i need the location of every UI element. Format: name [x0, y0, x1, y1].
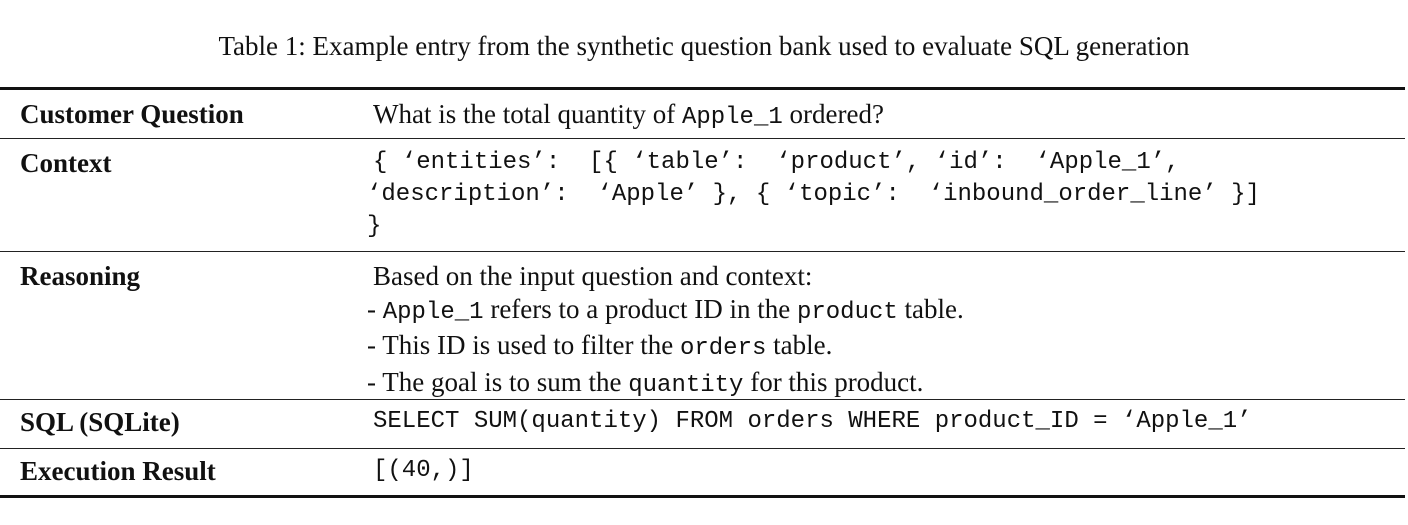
table-row-context: Context { ‘entities’: [{ ‘table’: ‘produ… [0, 138, 1405, 251]
table-row-customer-question: Customer Question What is the total quan… [0, 90, 1405, 138]
context-line-1: { ‘entities’: [{ ‘table’: ‘product’, ‘id… [373, 149, 1180, 176]
row-label: Customer Question [20, 99, 244, 129]
question-suffix: ordered? [782, 99, 884, 129]
reasoning-value: Based on the input question and context:… [353, 252, 1405, 399]
context-value: { ‘entities’: [{ ‘table’: ‘product’, ‘id… [353, 139, 1405, 251]
reasoning-intro: Based on the input question and context: [373, 261, 813, 291]
context-line-2: ‘description’: ‘Apple’ }, { ‘topic’: ‘in… [367, 181, 1260, 208]
context-line-3: } [367, 213, 382, 240]
row-label: Context [20, 148, 112, 178]
question-code: Apple_1 [681, 104, 783, 131]
reasoning-bullet-2: - This ID is used to filter the orders t… [367, 330, 833, 362]
row-label: SQL (SQLite) [20, 407, 180, 437]
sql-value: SELECT SUM(quantity) FROM orders WHERE p… [373, 408, 1252, 435]
table-caption: Table 1: Example entry from the syntheti… [218, 31, 1190, 61]
customer-question-value: What is the total quantity of Apple_1 or… [353, 90, 1405, 138]
table-row-execution-result: Execution Result [(40,)] [0, 448, 1405, 495]
reasoning-bullet-1: - Apple_1 refers to a product ID in the … [367, 293, 964, 326]
execution-result-value: [(40,)] [373, 457, 474, 484]
question-prefix: What is the total quantity of [373, 99, 682, 129]
reasoning-bullet-3: - The goal is to sum the quantity for th… [367, 366, 924, 399]
example-table: Customer Question What is the total quan… [0, 87, 1405, 498]
row-label: Execution Result [20, 456, 216, 486]
table-row-reasoning: Reasoning Based on the input question an… [0, 251, 1405, 399]
row-label: Reasoning [20, 261, 141, 291]
table-row-sql: SQL (SQLite) SELECT SUM(quantity) FROM o… [0, 399, 1405, 448]
